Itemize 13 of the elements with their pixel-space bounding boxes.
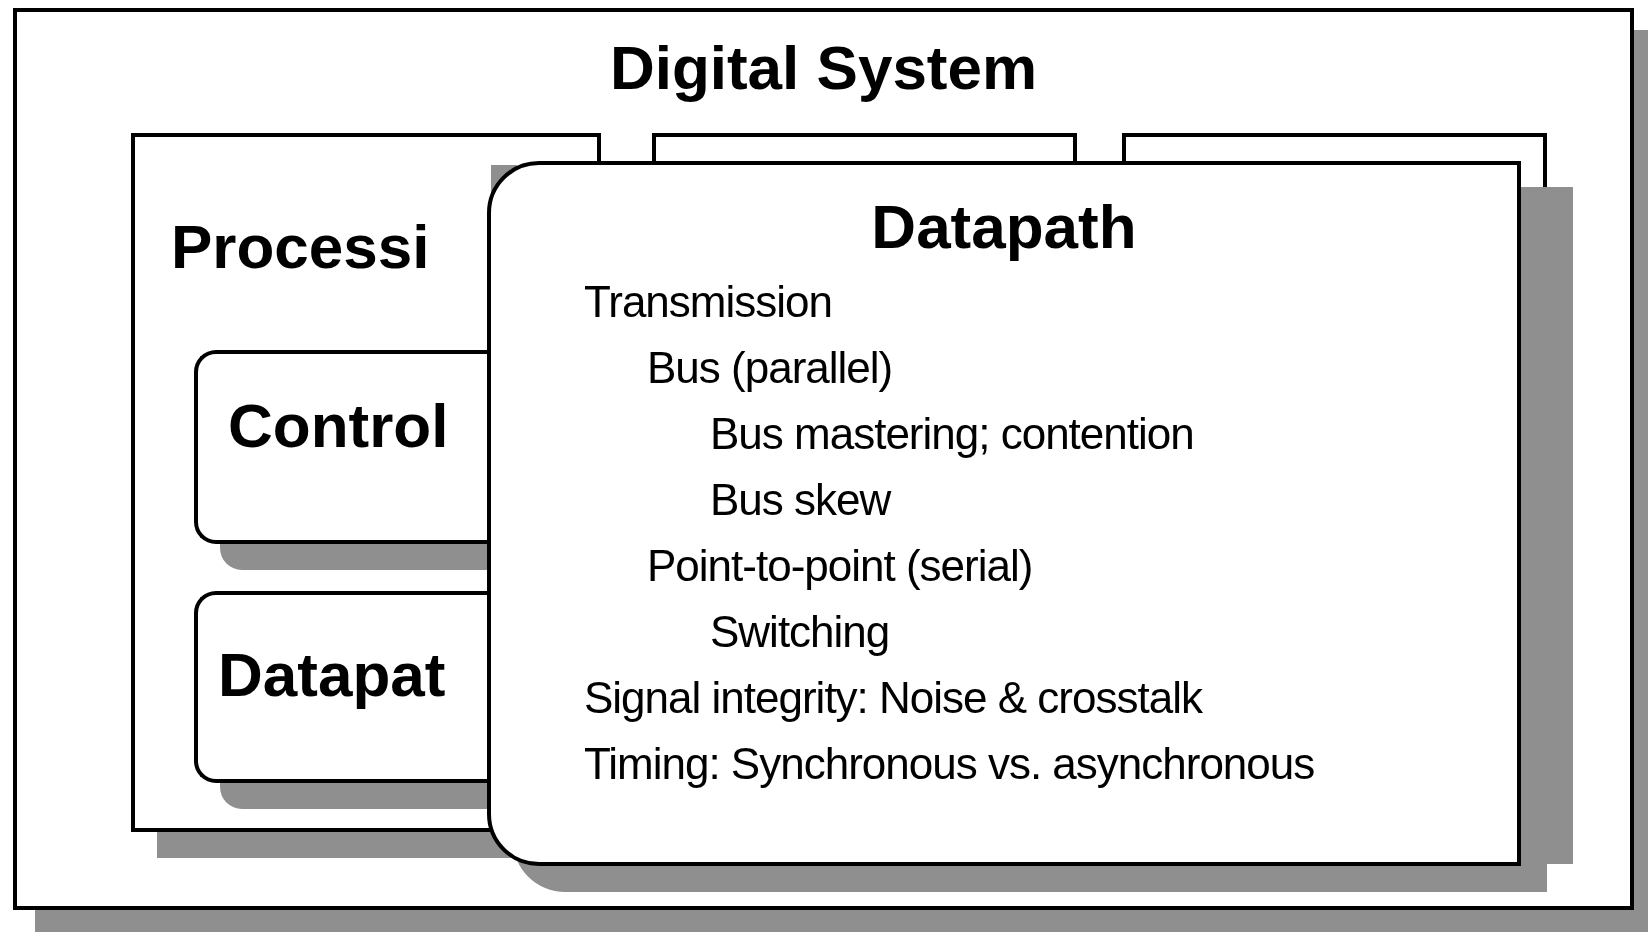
heading: Digital System [608,32,1039,103]
list-item: Bus mastering; contention [710,409,1194,459]
list-item: Transmission [584,277,832,327]
list-item: Bus (parallel) [647,343,893,393]
list-item: Switching [710,607,890,657]
heading: Processi [171,211,430,282]
heading: Datapat [218,639,446,710]
heading: Datapath [870,191,1138,262]
list-item: Signal integrity: Noise & crosstalk [584,673,1202,723]
list-item: Point-to-point (serial) [647,541,1033,591]
list-item: Bus skew [710,475,891,525]
heading: Control [228,390,449,461]
list-item: Timing: Synchronous vs. asynchronous [584,739,1315,789]
